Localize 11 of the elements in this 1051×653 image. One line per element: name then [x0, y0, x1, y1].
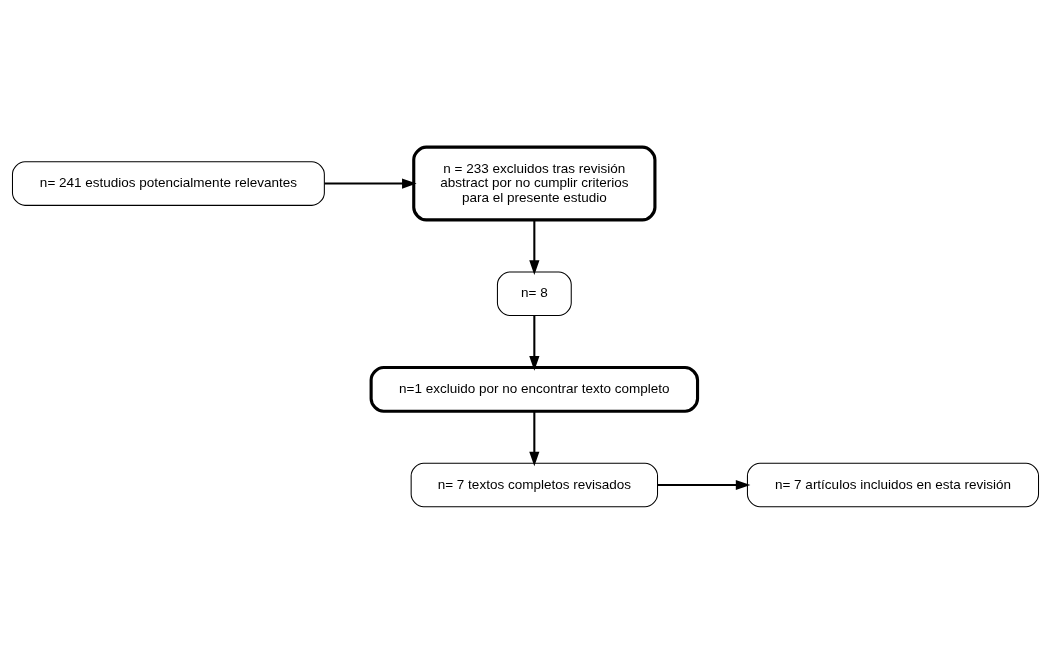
- arrow: [529, 315, 540, 371]
- node-box: n = 233 excluidos tras revisión abstract por no cumplir criterios para el presente estudio: [412, 145, 657, 221]
- node-box: n= 7 textos completos revisados: [410, 462, 659, 507]
- node-box: n=1 excluido por no encontrar texto completo: [369, 365, 700, 413]
- node-box: n= 7 artículos incluidos en esta revisión: [746, 462, 1040, 507]
- arrow: [529, 219, 540, 275]
- node-box: n= 8: [496, 270, 572, 316]
- arrow: [529, 411, 540, 466]
- arrow: [657, 479, 751, 490]
- node-box: n= 241 estudios potencialmente relevantes: [11, 160, 325, 206]
- arrow: [324, 177, 417, 189]
